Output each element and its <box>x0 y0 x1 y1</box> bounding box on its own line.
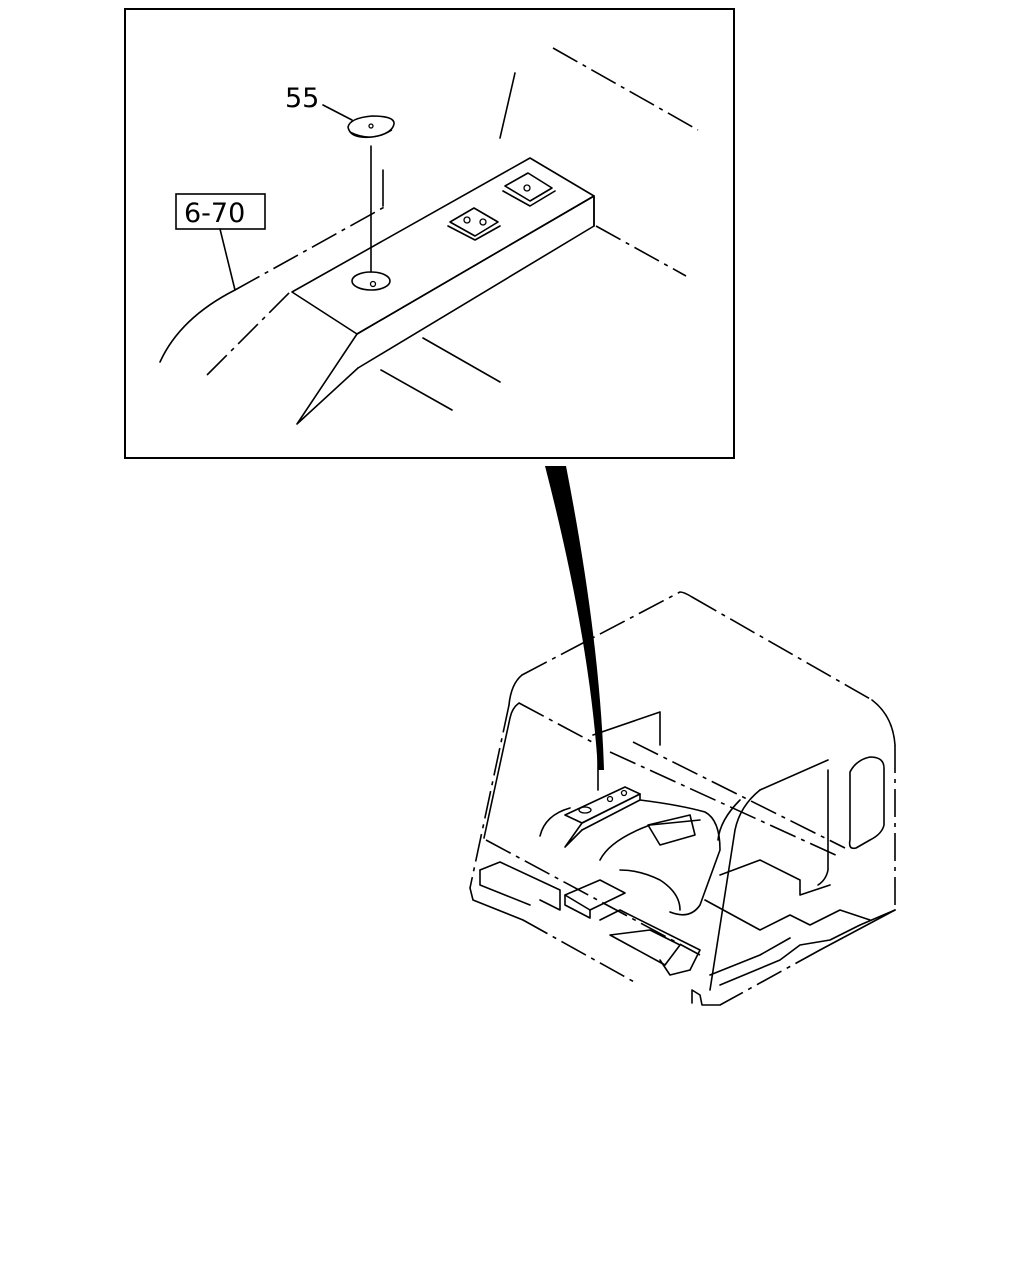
callout-55: 55 <box>285 83 353 121</box>
cab-floor-bracket <box>564 786 641 848</box>
cab-overview <box>469 591 896 1006</box>
floor-bracket <box>291 157 595 425</box>
callout-55-label: 55 <box>285 83 319 114</box>
detail-pointer <box>545 466 604 770</box>
callout-6-70-label: 6-70 <box>184 198 245 229</box>
detail-frame <box>124 8 735 459</box>
mounting-pad-2 <box>502 172 556 207</box>
mounting-pad-1 <box>447 207 501 241</box>
plug-part-55 <box>347 115 395 139</box>
callout-6-70: 6-70 <box>175 193 266 291</box>
detail-inset: 55 6-70 <box>124 8 735 459</box>
callout-6-70-box <box>175 193 266 230</box>
